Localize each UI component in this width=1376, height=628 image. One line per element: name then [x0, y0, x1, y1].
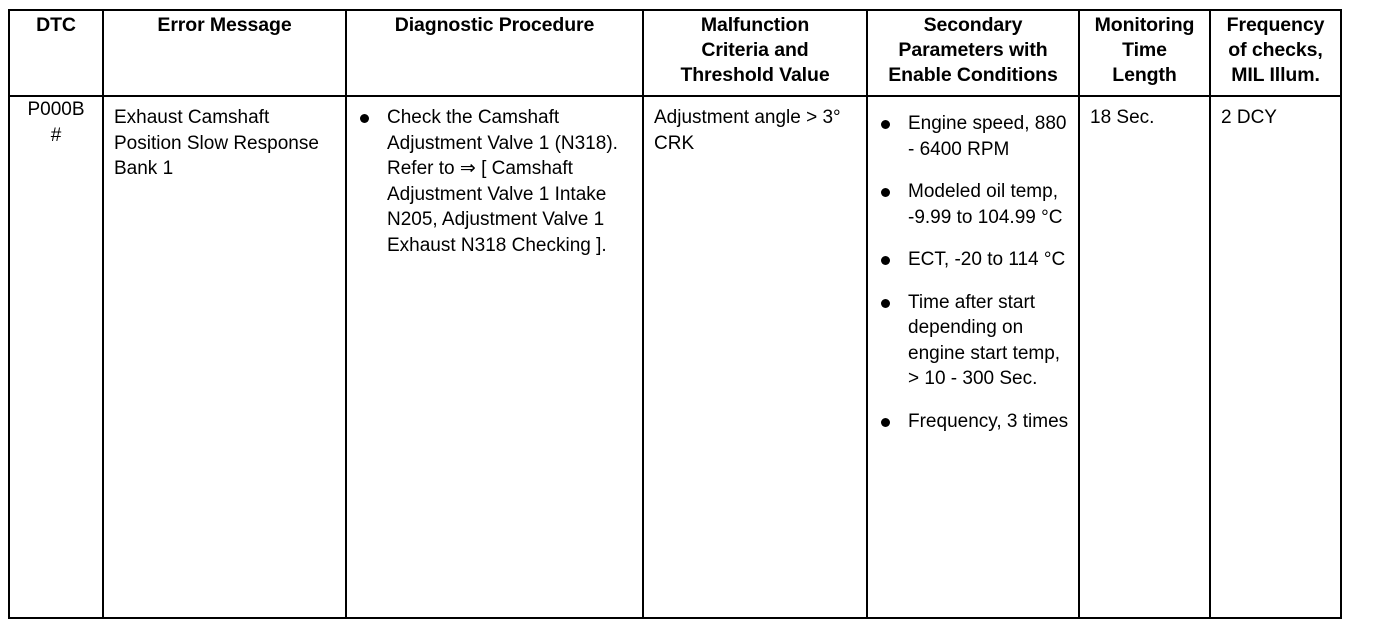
cell-secondary-parameters: Engine speed, 880 - 6400 RPM Modeled oil…: [866, 95, 1080, 619]
column-header-secondary-parameters: Secondary Parameters with Enable Conditi…: [866, 9, 1080, 97]
table-row: P000B # Exhaust Camshaft Position Slow R…: [8, 95, 1342, 619]
column-header-secondary-line-1: Secondary: [923, 14, 1023, 36]
column-header-malfunction-line-1: Malfunction: [700, 14, 810, 36]
dtc-code-value: P000B: [27, 99, 85, 120]
cell-malfunction-criteria: Adjustment angle > 3° CRK: [642, 95, 868, 619]
dtc-marker: #: [50, 124, 62, 146]
column-header-frequency-line-3: MIL Illum.: [1231, 64, 1320, 86]
column-header-dtc-label: DTC: [36, 14, 76, 36]
list-item: Engine speed, 880 - 6400 RPM: [878, 111, 1069, 162]
monitoring-time-length-value: 18 Sec.: [1090, 107, 1155, 128]
table-header-row: DTC Error Message Diagnostic Procedure M…: [8, 9, 1342, 97]
table-body: P000B # Exhaust Camshaft Position Slow R…: [8, 95, 1342, 619]
column-header-error-message: Error Message: [102, 9, 347, 97]
column-header-malfunction-line-3: Threshold Value: [680, 64, 830, 86]
list-item: Modeled oil temp, -9.99 to 104.99 °C: [878, 179, 1069, 230]
column-header-diagnostic-procedure-label: Diagnostic Procedure: [394, 14, 595, 36]
column-header-diagnostic-procedure: Diagnostic Procedure: [345, 9, 644, 97]
column-header-frequency-line-2: of checks,: [1228, 39, 1323, 61]
list-item: ECT, -20 to 114 °C: [878, 247, 1069, 273]
column-header-dtc: DTC: [8, 9, 104, 97]
cell-diagnostic-procedure: Check the Camshaft Adjustment Valve 1 (N…: [345, 95, 644, 619]
diagnostic-procedure-list: Check the Camshaft Adjustment Valve 1 (N…: [357, 105, 633, 258]
list-item: Time after start depending on engine sta…: [878, 290, 1069, 392]
cell-monitoring-time-length: 18 Sec.: [1078, 95, 1211, 619]
column-header-monitoring-time-length: Monitoring Time Length: [1078, 9, 1211, 97]
column-header-malfunction-line-2: Criteria and: [701, 39, 809, 61]
dtc-diagnostic-table: DTC Error Message Diagnostic Procedure M…: [8, 9, 1342, 619]
column-header-malfunction-criteria: Malfunction Criteria and Threshold Value: [642, 9, 868, 97]
frequency-of-checks-value: 2 DCY: [1221, 107, 1277, 128]
table-header: DTC Error Message Diagnostic Procedure M…: [8, 9, 1342, 97]
column-header-secondary-line-3: Enable Conditions: [888, 64, 1058, 86]
column-header-monitoring-line-1: Monitoring: [1094, 14, 1195, 36]
malfunction-criteria-text: Adjustment angle > 3° CRK: [654, 107, 841, 154]
column-header-frequency-line-1: Frequency: [1226, 14, 1325, 36]
column-header-monitoring-line-3: Length: [1112, 64, 1177, 86]
column-header-error-message-label: Error Message: [157, 14, 292, 36]
list-item: Check the Camshaft Adjustment Valve 1 (N…: [357, 105, 633, 258]
secondary-parameters-list: Engine speed, 880 - 6400 RPM Modeled oil…: [878, 111, 1069, 434]
cell-frequency-of-checks: 2 DCY: [1209, 95, 1342, 619]
column-header-secondary-line-2: Parameters with: [898, 39, 1048, 61]
cell-dtc: P000B #: [8, 95, 104, 619]
error-message-text: Exhaust Camshaft Position Slow Response …: [114, 107, 319, 179]
column-header-monitoring-line-2: Time: [1122, 39, 1167, 61]
list-item: Frequency, 3 times: [878, 409, 1069, 435]
column-header-frequency-of-checks: Frequency of checks, MIL Illum.: [1209, 9, 1342, 97]
cell-error-message: Exhaust Camshaft Position Slow Response …: [102, 95, 347, 619]
